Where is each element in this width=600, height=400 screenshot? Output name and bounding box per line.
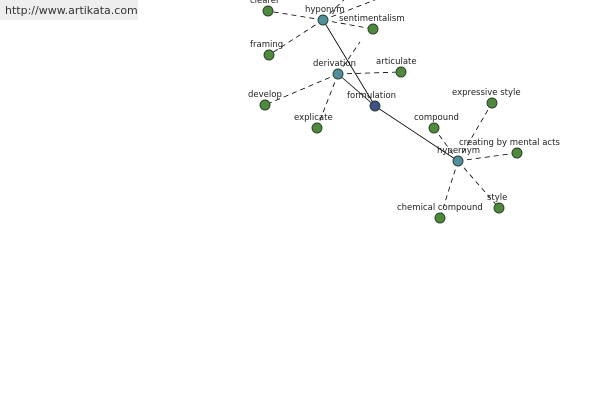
node-label-explicate[interactable]: explicate xyxy=(294,113,333,123)
node-explicate[interactable] xyxy=(311,122,323,134)
node-label-framing[interactable]: framing xyxy=(250,40,283,50)
edge-derivation-explicate xyxy=(316,73,339,129)
edges-layer xyxy=(264,0,518,219)
node-label-sentimentalism[interactable]: sentimentalism xyxy=(339,14,405,24)
node-chemical-compound[interactable] xyxy=(434,212,446,224)
edge-formulation-hyponym xyxy=(322,19,376,107)
edge-hyponym-offscreen-b xyxy=(322,0,376,21)
edge-hypernym-creating-by-mental-acts xyxy=(457,152,518,162)
node-framing[interactable] xyxy=(263,49,275,61)
node-label-creating-by-mental-acts[interactable]: creating by mental acts xyxy=(459,138,560,148)
node-creating-by-mental-acts[interactable] xyxy=(511,147,523,159)
node-label-develop[interactable]: develop xyxy=(248,90,282,100)
node-sentimentalism[interactable] xyxy=(367,23,379,35)
edge-hypernym-expressive-style xyxy=(457,102,493,162)
node-label-hyponym[interactable]: hyponym xyxy=(305,5,345,15)
node-label-compound[interactable]: compound xyxy=(414,113,459,123)
edge-derivation-offscreen-c xyxy=(337,41,361,75)
watermark-url[interactable]: http://www.artikata.com xyxy=(0,0,138,20)
node-label-derivation[interactable]: derivation xyxy=(313,59,356,69)
edge-hyponym-offscreen-a xyxy=(322,0,345,21)
node-clearer[interactable] xyxy=(262,5,274,17)
node-expressive-style[interactable] xyxy=(486,97,498,109)
node-articulate[interactable] xyxy=(395,66,407,78)
edge-formulation-hypernym xyxy=(374,105,459,162)
node-label-style[interactable]: style xyxy=(487,193,507,203)
node-hyponym[interactable] xyxy=(317,14,329,26)
node-style[interactable] xyxy=(493,202,505,214)
node-label-clearer[interactable]: clearer xyxy=(250,0,280,6)
edge-hypernym-style xyxy=(457,160,500,209)
node-label-expressive-style[interactable]: expressive style xyxy=(452,88,521,98)
edge-derivation-develop xyxy=(264,73,339,106)
edge-hyponym-clearer xyxy=(267,10,324,21)
node-label-formulation[interactable]: formulation xyxy=(347,91,396,101)
nodes-layer: formulation hyponym derivation hypernym clea… xyxy=(248,0,560,224)
edge-hyponym-framing xyxy=(268,19,324,56)
node-compound[interactable] xyxy=(428,122,440,134)
node-develop[interactable] xyxy=(259,99,271,111)
edge-derivation-articulate xyxy=(337,71,402,75)
edge-formulation-derivation xyxy=(337,73,376,107)
node-label-articulate[interactable]: articulate xyxy=(376,57,417,67)
edge-hypernym-chemical-compound xyxy=(439,160,459,219)
node-formulation[interactable] xyxy=(369,100,381,112)
node-label-chemical-compound[interactable]: chemical compound xyxy=(397,203,483,213)
node-label-hypernym[interactable]: hypernym xyxy=(437,146,480,156)
node-hypernym[interactable] xyxy=(452,155,464,167)
node-derivation[interactable] xyxy=(332,68,344,80)
edge-hypernym-compound xyxy=(433,127,459,162)
